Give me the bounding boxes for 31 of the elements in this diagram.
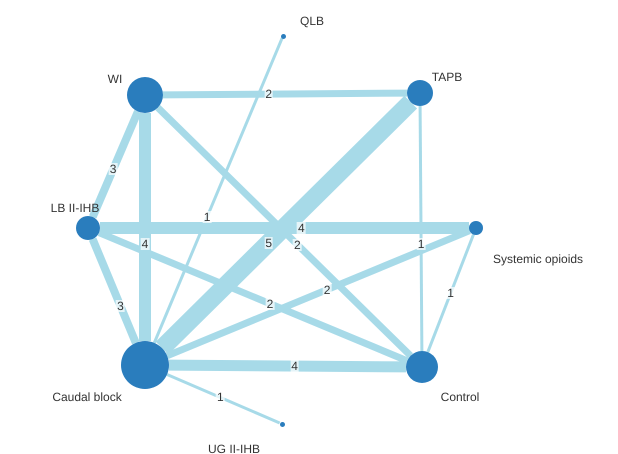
connection-line [162, 90, 408, 98]
connection-line [418, 106, 424, 352]
node-label: QLB [300, 14, 324, 28]
edge-label: 1 [216, 391, 225, 404]
connection-line [166, 373, 280, 424]
edge-label: 1 [416, 238, 426, 250]
edge-label: 1 [202, 210, 212, 223]
edge-label: 2 [293, 238, 302, 251]
connection-line [168, 360, 406, 372]
edge-label: 2 [264, 88, 274, 100]
edge-label: 2 [322, 284, 332, 296]
node-label: LB II-IHB [50, 201, 100, 215]
connection-line [89, 110, 142, 219]
node-label: WI [108, 72, 122, 86]
node-label: Control [440, 390, 480, 404]
edge-label: 2 [266, 298, 274, 310]
connection-line [152, 38, 284, 344]
edge-label: 1 [446, 287, 455, 300]
edge-label: 3 [108, 163, 118, 176]
connection-line [139, 113, 151, 341]
edge-label: 3 [116, 300, 125, 312]
connection-line [426, 234, 475, 353]
edge-label: 4 [140, 238, 150, 250]
connection-line [100, 222, 469, 234]
connection-line [88, 238, 140, 344]
node-label: UG II-IHB [208, 442, 260, 454]
connection-line [98, 229, 409, 364]
node-label: Caudal block [52, 390, 122, 404]
edge-label: 4 [297, 222, 306, 234]
node-label: Systemic opioids [493, 252, 584, 266]
node-label: TAPB [432, 70, 462, 84]
